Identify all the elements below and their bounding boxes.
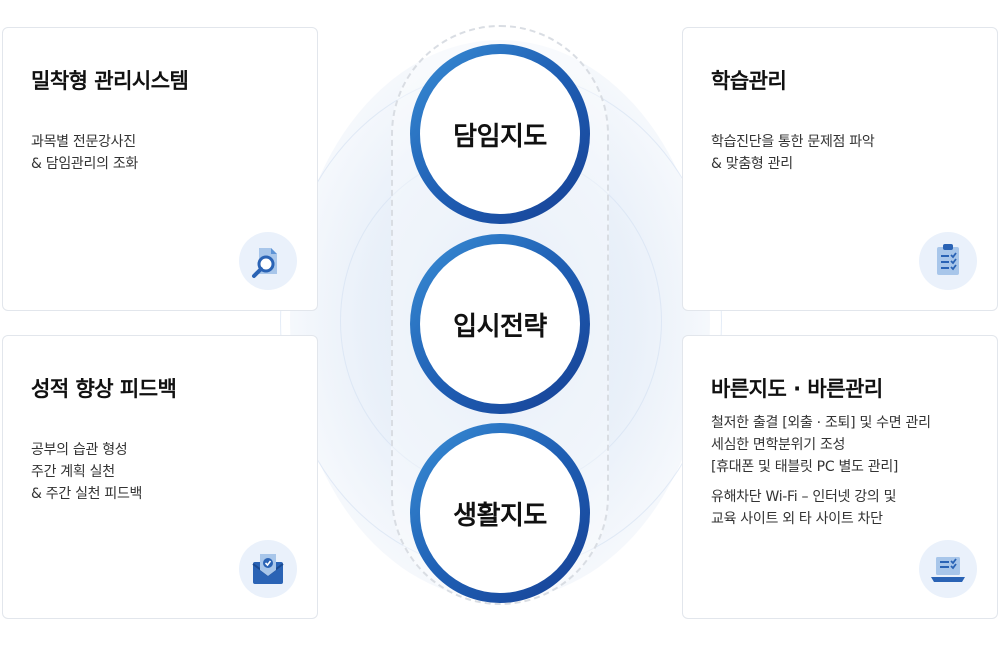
clipboard-checklist-icon bbox=[919, 232, 977, 290]
card-line: & 맞춤형 관리 bbox=[711, 156, 793, 172]
laptop-checklist-icon bbox=[919, 540, 977, 598]
card-description: 학습진단을 통한 문제점 파악 & 맞춤형 관리 bbox=[711, 131, 875, 175]
card-title: 밀착형 관리시스템 bbox=[31, 69, 189, 93]
circle-label: 생활지도 bbox=[420, 433, 580, 593]
document-search-icon bbox=[239, 232, 297, 290]
card-line: 교육 사이트 외 타 사이트 차단 bbox=[711, 511, 883, 527]
card-description: 공부의 습관 형성 주간 계획 실천 & 주간 실천 피드백 bbox=[31, 439, 142, 505]
card-line: 철저한 출결 [외출 · 조퇴] 및 수면 관리 bbox=[711, 415, 931, 431]
circle-admission-strategy: 입시전략 bbox=[410, 234, 590, 414]
circle-label: 입시전략 bbox=[420, 244, 580, 404]
card-title: 바른지도 · 바른관리 bbox=[711, 377, 883, 401]
card-line: 세심한 면학분위기 조성 bbox=[711, 437, 846, 453]
mail-check-icon bbox=[239, 540, 297, 598]
card-title: 학습관리 bbox=[711, 69, 787, 93]
card-line: 공부의 습관 형성 bbox=[31, 442, 128, 458]
card-line: 과목별 전문강사진 bbox=[31, 134, 136, 150]
card-grade-feedback: 성적 향상 피드백 공부의 습관 형성 주간 계획 실천 & 주간 실천 피드백 bbox=[2, 335, 318, 619]
card-right-guidance: 바른지도 · 바른관리 철저한 출결 [외출 · 조퇴] 및 수면 관리 세심한… bbox=[682, 335, 998, 619]
card-description: 과목별 전문강사진 & 담임관리의 조화 bbox=[31, 131, 138, 175]
circle-life-guidance: 생활지도 bbox=[410, 423, 590, 603]
card-line: 학습진단을 통한 문제점 파악 bbox=[711, 134, 875, 150]
circle-homeroom-guidance: 담임지도 bbox=[410, 44, 590, 224]
card-title: 성적 향상 피드백 bbox=[31, 377, 177, 401]
circle-label: 담임지도 bbox=[420, 54, 580, 214]
card-line: 주간 계획 실천 bbox=[31, 464, 115, 480]
line-gap bbox=[711, 478, 931, 486]
card-line: [휴대폰 및 태블릿 PC 별도 관리] bbox=[711, 459, 899, 475]
card-study-management: 학습관리 학습진단을 통한 문제점 파악 & 맞춤형 관리 bbox=[682, 27, 998, 311]
card-line: & 주간 실천 피드백 bbox=[31, 486, 143, 502]
card-line: & 담임관리의 조화 bbox=[31, 156, 138, 172]
card-close-management: 밀착형 관리시스템 과목별 전문강사진 & 담임관리의 조화 bbox=[2, 27, 318, 311]
card-line: 유해차단 Wi-Fi – 인터넷 강의 및 bbox=[711, 489, 897, 505]
card-description: 철저한 출결 [외출 · 조퇴] 및 수면 관리 세심한 면학분위기 조성 [휴… bbox=[711, 412, 931, 530]
